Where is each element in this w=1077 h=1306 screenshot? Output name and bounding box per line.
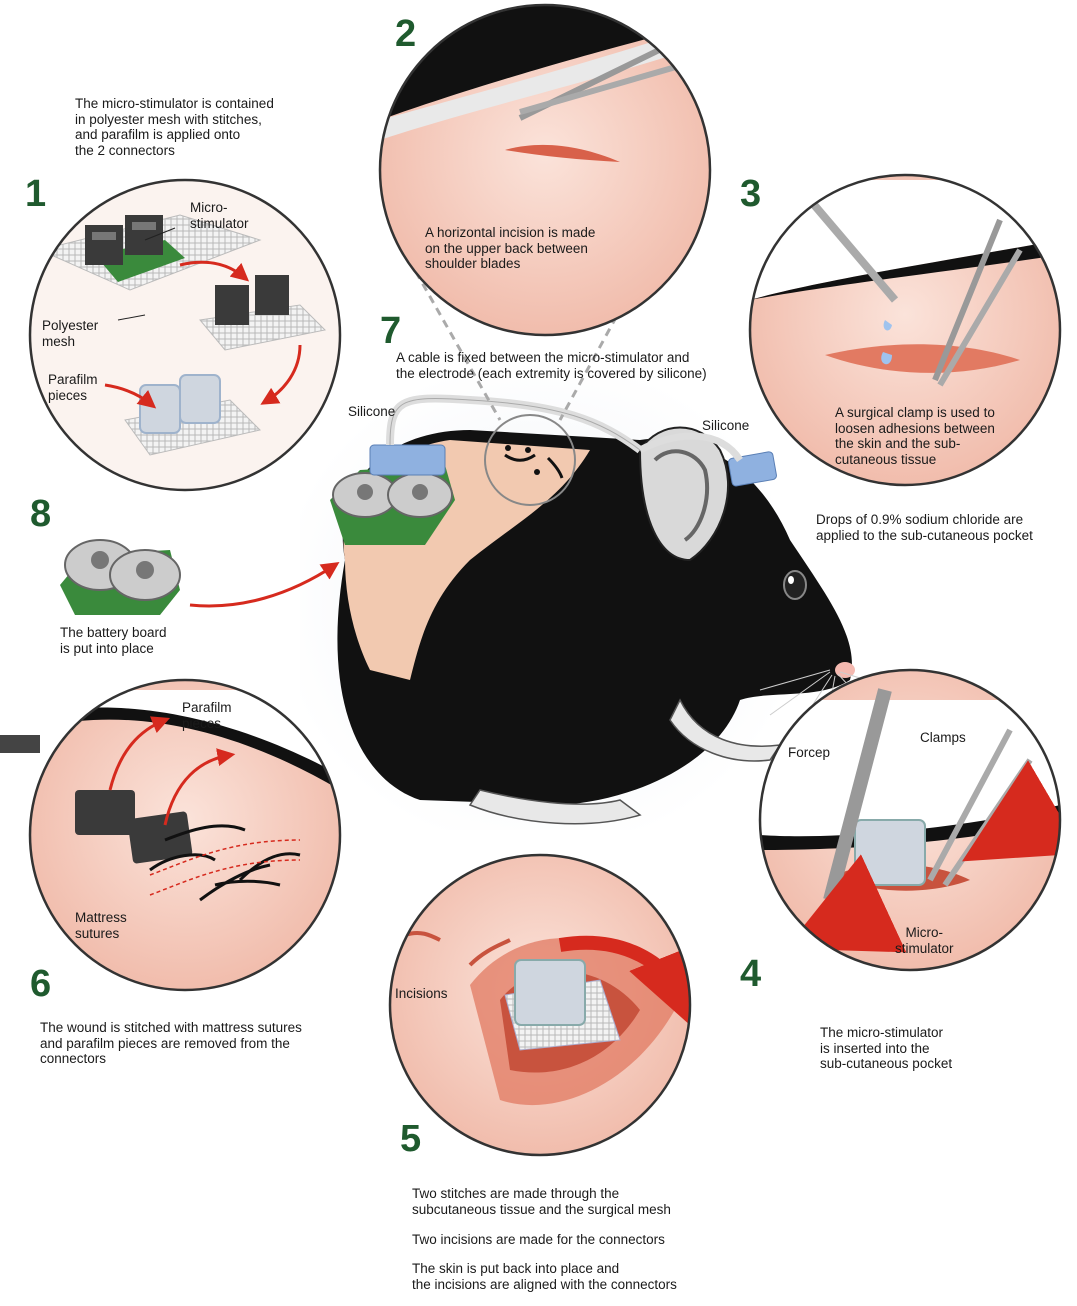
label-mattress-sutures: Mattress sutures bbox=[75, 910, 127, 941]
label-micro-stimulator-4: Micro- stimulator bbox=[895, 925, 954, 956]
step-number-2: 2 bbox=[395, 15, 416, 53]
step7-caption: A cable is fixed between the micro-stimu… bbox=[396, 350, 707, 381]
step-number-7: 7 bbox=[380, 312, 401, 350]
step3-caption-saline: Drops of 0.9% sodium chloride are applie… bbox=[816, 512, 1033, 543]
step3-caption: A surgical clamp is used to loosen adhes… bbox=[835, 405, 995, 467]
label-forcep: Forcep bbox=[788, 745, 830, 761]
step2-panel bbox=[380, 0, 720, 335]
label-polyester-mesh: Polyester mesh bbox=[42, 318, 98, 349]
step1-caption: The micro-stimulator is contained in pol… bbox=[75, 96, 274, 158]
step5-caption-skin: The skin is put back into place and the … bbox=[412, 1261, 677, 1292]
step-number-6: 6 bbox=[30, 965, 51, 1003]
step5-panel bbox=[390, 855, 690, 1155]
step-number-1: 1 bbox=[25, 175, 46, 213]
label-micro-stimulator-1: Micro- stimulator bbox=[190, 200, 249, 231]
step-number-5: 5 bbox=[400, 1120, 421, 1158]
step5-caption-incisions: Two incisions are made for the connector… bbox=[412, 1232, 665, 1248]
step-number-3: 3 bbox=[740, 175, 761, 213]
label-silicone-left: Silicone bbox=[348, 404, 395, 420]
step2-caption: A horizontal incision is made on the upp… bbox=[425, 225, 595, 272]
step6-panel bbox=[0, 680, 340, 990]
label-clamps: Clamps bbox=[920, 730, 966, 746]
label-parafilm-1: Parafilm pieces bbox=[48, 372, 98, 403]
step-number-8: 8 bbox=[30, 495, 51, 533]
step6-caption: The wound is stitched with mattress sutu… bbox=[40, 1020, 302, 1067]
step5-caption-stitches: Two stitches are made through the subcut… bbox=[412, 1186, 671, 1217]
step4-caption: The micro-stimulator is inserted into th… bbox=[820, 1025, 952, 1072]
step8-caption: The battery board is put into place bbox=[60, 625, 167, 656]
label-parafilm-6: Parafilm pieces bbox=[182, 700, 232, 731]
label-incisions: Incisions bbox=[395, 986, 448, 1002]
battery-board bbox=[60, 540, 335, 615]
step-number-4: 4 bbox=[740, 955, 761, 993]
label-silicone-right: Silicone bbox=[702, 418, 749, 434]
